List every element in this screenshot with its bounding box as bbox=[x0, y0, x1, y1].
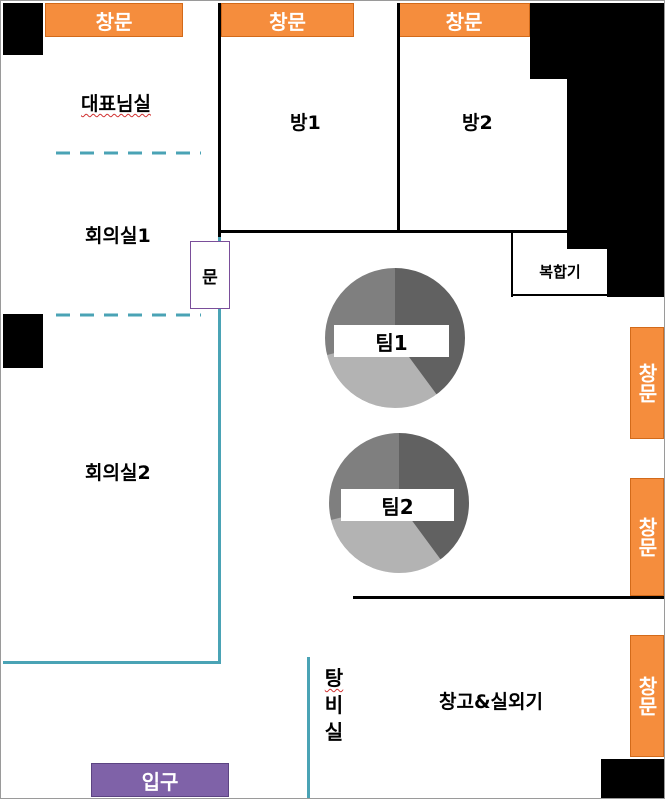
entrance-label: 입구 bbox=[141, 769, 179, 794]
copier-label: 복합기 bbox=[539, 263, 581, 281]
glass-wall-pantry bbox=[307, 657, 310, 798]
pillar-bottom-right bbox=[601, 759, 664, 798]
window-label: 창문 bbox=[634, 517, 659, 557]
pantry-char: 비 bbox=[324, 693, 344, 717]
wall-ceo-right bbox=[218, 3, 221, 237]
pantry-char: 실 bbox=[324, 720, 344, 744]
block-top-right bbox=[530, 3, 664, 79]
door: 문 bbox=[190, 241, 230, 309]
window-label: 창문 bbox=[95, 9, 133, 34]
window-label: 창문 bbox=[445, 9, 483, 34]
glass-wall-meeting-bottom bbox=[3, 661, 221, 664]
dashed-partition-1 bbox=[56, 151, 201, 155]
wall-rooms-divider bbox=[397, 3, 400, 233]
entrance: 입구 bbox=[91, 763, 229, 797]
room-label-ceo: 대표님실 bbox=[81, 93, 151, 115]
copier: 복합기 bbox=[511, 249, 607, 296]
room-label-meeting1: 회의실1 bbox=[85, 225, 151, 247]
team1-label: 팀1 bbox=[334, 325, 449, 357]
block-right-lower bbox=[607, 249, 664, 297]
pantry-char: 탕 bbox=[324, 666, 344, 690]
glass-wall-meeting-right bbox=[218, 237, 221, 664]
room-label-meeting2: 회의실2 bbox=[85, 462, 151, 484]
window-top-2: 창문 bbox=[221, 3, 354, 37]
window-right-2: 창문 bbox=[630, 478, 664, 596]
window-label: 창문 bbox=[634, 363, 659, 403]
pillar-left-mid bbox=[3, 314, 43, 368]
room-label-pantry: 탕 비 실 bbox=[321, 665, 347, 746]
team2-label: 팀2 bbox=[341, 489, 454, 521]
block-right-column bbox=[567, 79, 664, 249]
window-label: 창문 bbox=[634, 676, 659, 716]
pillar-top-left bbox=[3, 3, 43, 55]
door-label: 문 bbox=[202, 267, 218, 288]
wall-rooms-bottom bbox=[218, 230, 567, 233]
window-right-3: 창문 bbox=[630, 635, 664, 757]
window-label: 창문 bbox=[269, 9, 306, 34]
window-top-1: 창문 bbox=[45, 3, 183, 37]
wall-storage-top bbox=[353, 596, 664, 599]
room-label-room1: 방1 bbox=[290, 112, 321, 134]
window-right-1: 창문 bbox=[630, 327, 664, 439]
dashed-partition-2 bbox=[56, 313, 201, 317]
window-top-3: 창문 bbox=[398, 3, 530, 37]
room-label-storage: 창고&실외기 bbox=[439, 691, 543, 713]
room-label-room2: 방2 bbox=[462, 112, 493, 134]
